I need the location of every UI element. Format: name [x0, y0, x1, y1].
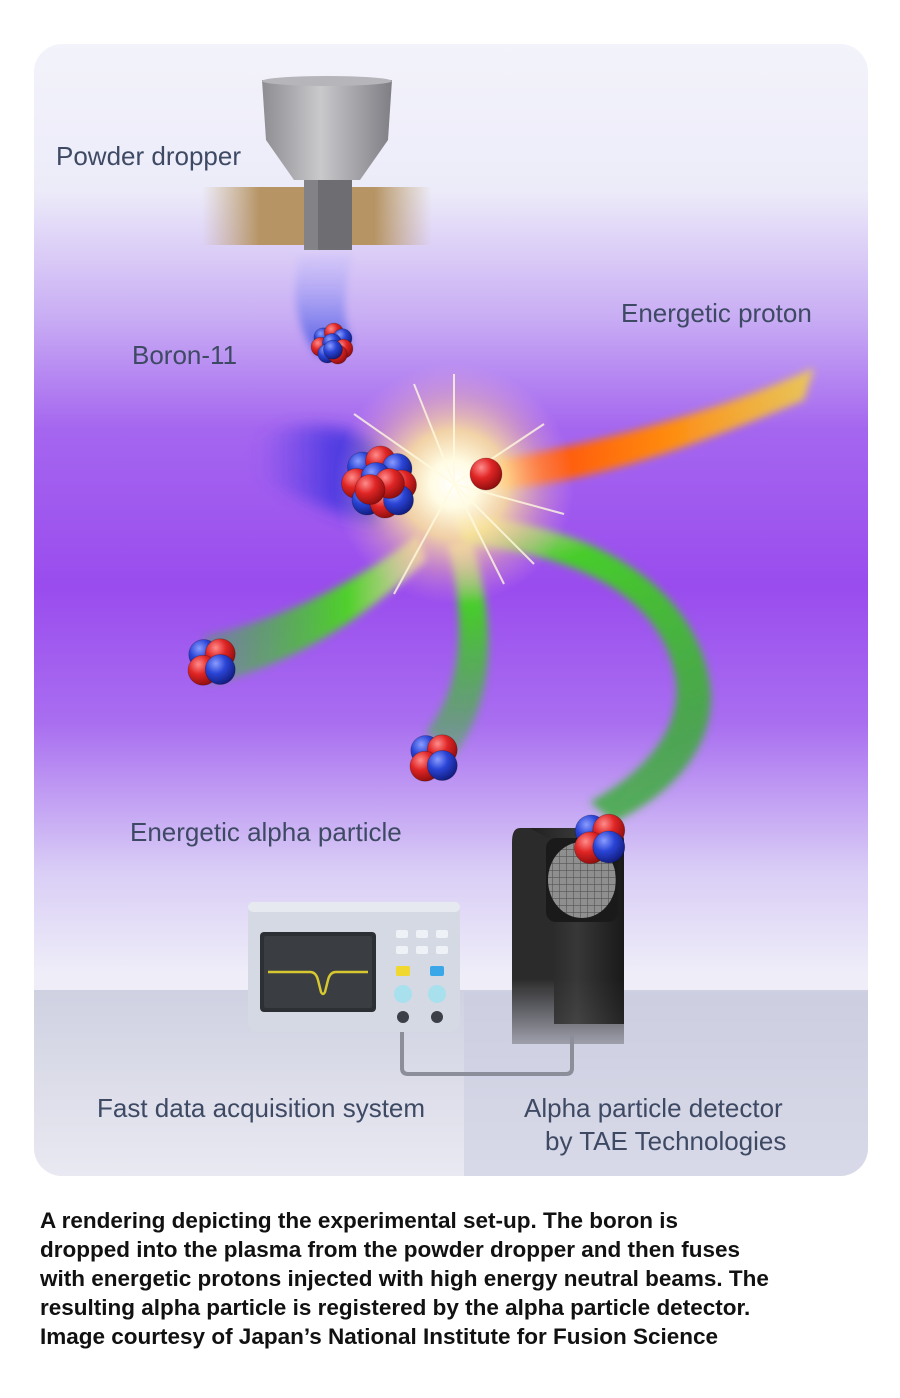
signal-cable: [400, 1022, 574, 1076]
neutron-sphere: [592, 830, 626, 864]
proton-sphere: [354, 474, 386, 505]
scope-blue-button: [430, 966, 444, 976]
caption-line: resulting alpha particle is registered b…: [40, 1295, 751, 1320]
energetic-proton-particle: [469, 457, 503, 491]
caption-line: Image courtesy of Japan’s National Insti…: [40, 1324, 719, 1349]
scope-button: [396, 930, 408, 938]
scope-button: [416, 930, 428, 938]
alpha-particle-detected: [574, 813, 626, 865]
detector-label-line1: Alpha particle detector: [524, 1093, 783, 1123]
scope-port: [397, 1011, 409, 1023]
neutron-sphere: [323, 339, 343, 360]
energetic-proton-label: Energetic proton: [621, 298, 812, 328]
oscilloscope-waveform: [268, 970, 368, 996]
collision-flash: [334, 364, 574, 604]
funnel-rim: [262, 76, 392, 86]
funnel-cone: [262, 80, 392, 180]
diagram-panel: Powder dropper Boron-11 Energetic proton…: [34, 44, 868, 1176]
diagram-art: [34, 44, 868, 1176]
alpha-particle-label: Energetic alpha particle: [130, 817, 402, 847]
scope-port: [431, 1011, 443, 1023]
funnel-icon: [202, 76, 432, 250]
neutron-sphere: [204, 654, 236, 685]
data-system-label: Fast data acquisition system: [97, 1093, 426, 1123]
powder-dropper-label: Powder dropper: [56, 141, 241, 171]
caption-line: with energetic protons injected with hig…: [40, 1266, 769, 1291]
detector-icon: [512, 828, 624, 1044]
detector-label-line2: by TAE Technologies: [545, 1126, 787, 1156]
caption-line: dropped into the plasma from the powder …: [40, 1237, 741, 1262]
scope-button: [436, 946, 448, 954]
alpha-particle-middle: [409, 734, 458, 782]
oscilloscope-icon: [248, 902, 460, 1032]
scope-button: [396, 946, 408, 954]
proton-sphere: [469, 457, 503, 491]
caption-line: A rendering depicting the experimental s…: [40, 1208, 678, 1233]
boron-nucleus: [341, 445, 417, 519]
alpha-trail-right: [454, 514, 711, 822]
scope-knob: [394, 985, 412, 1003]
boron-label: Boron-11: [132, 340, 238, 370]
scope-knob: [428, 985, 446, 1003]
neutron-sphere: [426, 750, 458, 781]
alpha-trail-left: [204, 534, 426, 684]
scope-yellow-button: [396, 966, 410, 976]
boron-11-nucleus: [310, 322, 354, 365]
scope-button: [416, 946, 428, 954]
figure-caption: A rendering depicting the experimental s…: [40, 1206, 880, 1351]
alpha-particle-left: [187, 638, 236, 686]
scope-button: [436, 930, 448, 938]
